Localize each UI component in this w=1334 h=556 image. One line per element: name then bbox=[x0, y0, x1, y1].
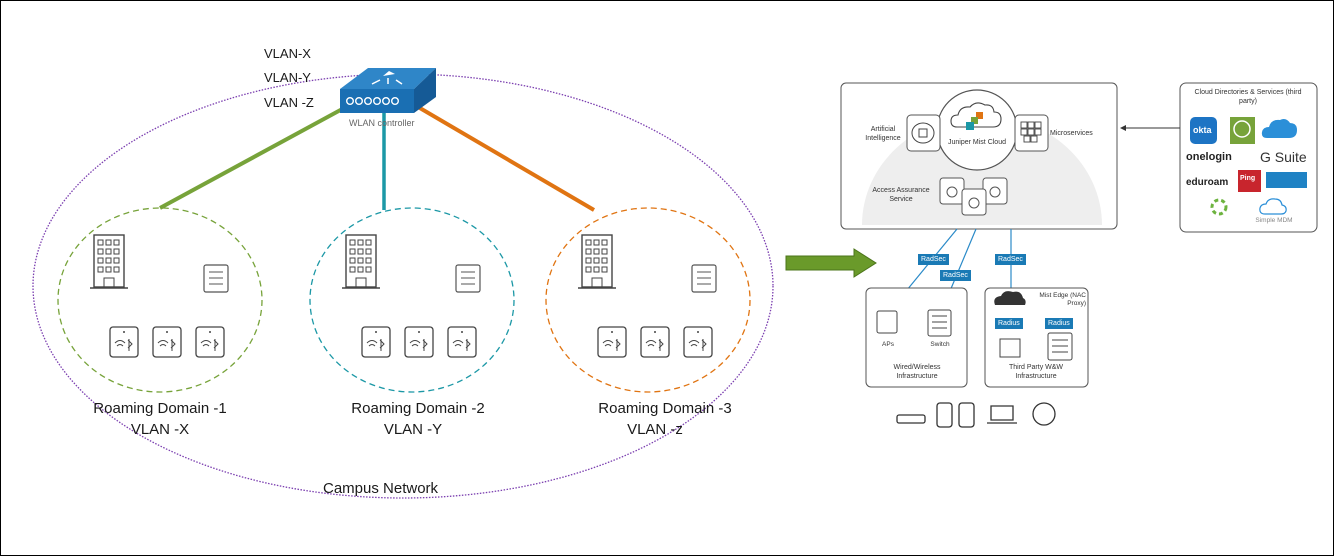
vlan-label-z: VLAN -Z bbox=[264, 95, 314, 110]
domain-2-label: Roaming Domain -2 VLAN -Y bbox=[328, 398, 508, 440]
access-point-icon bbox=[683, 326, 713, 358]
radsec-tag-2: RadSec bbox=[940, 270, 971, 281]
ai-icon-box bbox=[906, 114, 941, 152]
access-assurance-label: Access Assurance Service bbox=[872, 187, 930, 203]
workspace-one-logo bbox=[1210, 198, 1228, 216]
domain-3-vlan: VLAN -z bbox=[627, 421, 683, 438]
access-point-icon bbox=[361, 326, 391, 358]
router-wifi-icon bbox=[896, 414, 926, 424]
mist-cloud-title: Juniper Mist Cloud bbox=[948, 139, 1006, 146]
link-domain-3 bbox=[411, 102, 596, 212]
eduroam-text: eduroam bbox=[1186, 177, 1229, 188]
third-party-title: Third Party W&W Infrastructure bbox=[1008, 364, 1064, 380]
switch-icon bbox=[203, 264, 229, 293]
mist-edge-label: Mist Edge (NAC Proxy) bbox=[1039, 292, 1086, 307]
simplemdm-logo bbox=[1259, 198, 1287, 215]
domain-2-boundary bbox=[309, 207, 515, 393]
brain-chip-icon bbox=[911, 122, 935, 144]
access-point-icon bbox=[195, 326, 225, 358]
microservices-icon-box bbox=[1014, 114, 1049, 152]
domain-3-name: Roaming Domain -3 bbox=[598, 400, 732, 417]
domain-3-label: Roaming Domain -3 VLAN -z bbox=[575, 398, 755, 440]
domain-1-vlan: VLAN -X bbox=[130, 421, 190, 438]
switch-label: Switch bbox=[930, 341, 950, 348]
access-point-icon bbox=[109, 326, 139, 358]
access-point-icon bbox=[597, 326, 627, 358]
access-point-icon bbox=[447, 326, 477, 358]
access-point-icon bbox=[640, 326, 670, 358]
mist-cloud-circle bbox=[936, 89, 1018, 171]
mist-edge-icon bbox=[994, 291, 1026, 305]
vlan-label-y: VLAN-Y bbox=[264, 70, 311, 85]
campus-network-label: Campus Network bbox=[323, 480, 439, 497]
iphone-icon bbox=[936, 402, 953, 428]
domain-2-name: Roaming Domain -2 bbox=[351, 400, 485, 417]
okta-text: okta bbox=[1193, 125, 1212, 135]
access-point-icon bbox=[404, 326, 434, 358]
directories-title: Cloud Directories & Services (third part… bbox=[1194, 89, 1302, 105]
aps-label: APs bbox=[882, 341, 894, 348]
third-party-ap-icon bbox=[999, 338, 1021, 358]
domain-2-vlan: VLAN -Y bbox=[383, 421, 443, 438]
ap-icon bbox=[876, 310, 898, 334]
third-party-panel bbox=[984, 287, 1089, 388]
switch-arrows-icon bbox=[932, 315, 947, 329]
ping-logo bbox=[1238, 170, 1261, 192]
microservices-label: Microservices bbox=[1050, 130, 1093, 137]
microservices-cubes-icon bbox=[1020, 121, 1042, 143]
building-icon bbox=[90, 234, 128, 289]
controller-label: WLAN controller bbox=[349, 118, 415, 128]
vlan-label-x: VLAN-X bbox=[264, 46, 311, 61]
wlan-controller-icon bbox=[340, 68, 436, 113]
wired-wireless-title: Wired/Wireless Infrastructure bbox=[893, 364, 941, 380]
ping-text: Ping bbox=[1240, 175, 1256, 182]
ai-label: Artificial Intelligence bbox=[865, 126, 901, 142]
iot-icon bbox=[1032, 402, 1056, 426]
radius-tag-1: Radius bbox=[995, 318, 1023, 329]
radsec-tag-3: RadSec bbox=[995, 254, 1026, 265]
switch-icon bbox=[927, 309, 952, 337]
access-assurance-icon bbox=[939, 177, 1008, 216]
switch-icon bbox=[691, 264, 717, 293]
intune-logo bbox=[1266, 172, 1307, 188]
transition-arrow bbox=[785, 248, 877, 278]
access-point-icon bbox=[152, 326, 182, 358]
azure-logo bbox=[1261, 119, 1297, 138]
building-icon bbox=[342, 234, 380, 289]
gsuite-text: G Suite bbox=[1260, 149, 1307, 165]
okta-logo bbox=[1190, 117, 1217, 144]
link-domain-1 bbox=[159, 105, 347, 210]
android-phone-icon bbox=[958, 402, 975, 428]
onelogin-text: onelogin bbox=[1186, 151, 1232, 163]
juniper-cloud-icon bbox=[950, 102, 1002, 130]
domain-1-boundary bbox=[57, 207, 263, 393]
switch-icon bbox=[455, 264, 481, 293]
radsec-tag-1: RadSec bbox=[918, 254, 949, 265]
simplemdm-text: Simple MDM bbox=[1255, 217, 1293, 224]
domain-3-boundary bbox=[545, 207, 751, 393]
radius-tag-2: Radius bbox=[1045, 318, 1073, 329]
laptop-icon bbox=[987, 405, 1017, 424]
domain-1-label: Roaming Domain -1 VLAN -X bbox=[70, 398, 250, 440]
domain-1-name: Roaming Domain -1 bbox=[93, 400, 227, 417]
building-icon bbox=[578, 234, 616, 289]
